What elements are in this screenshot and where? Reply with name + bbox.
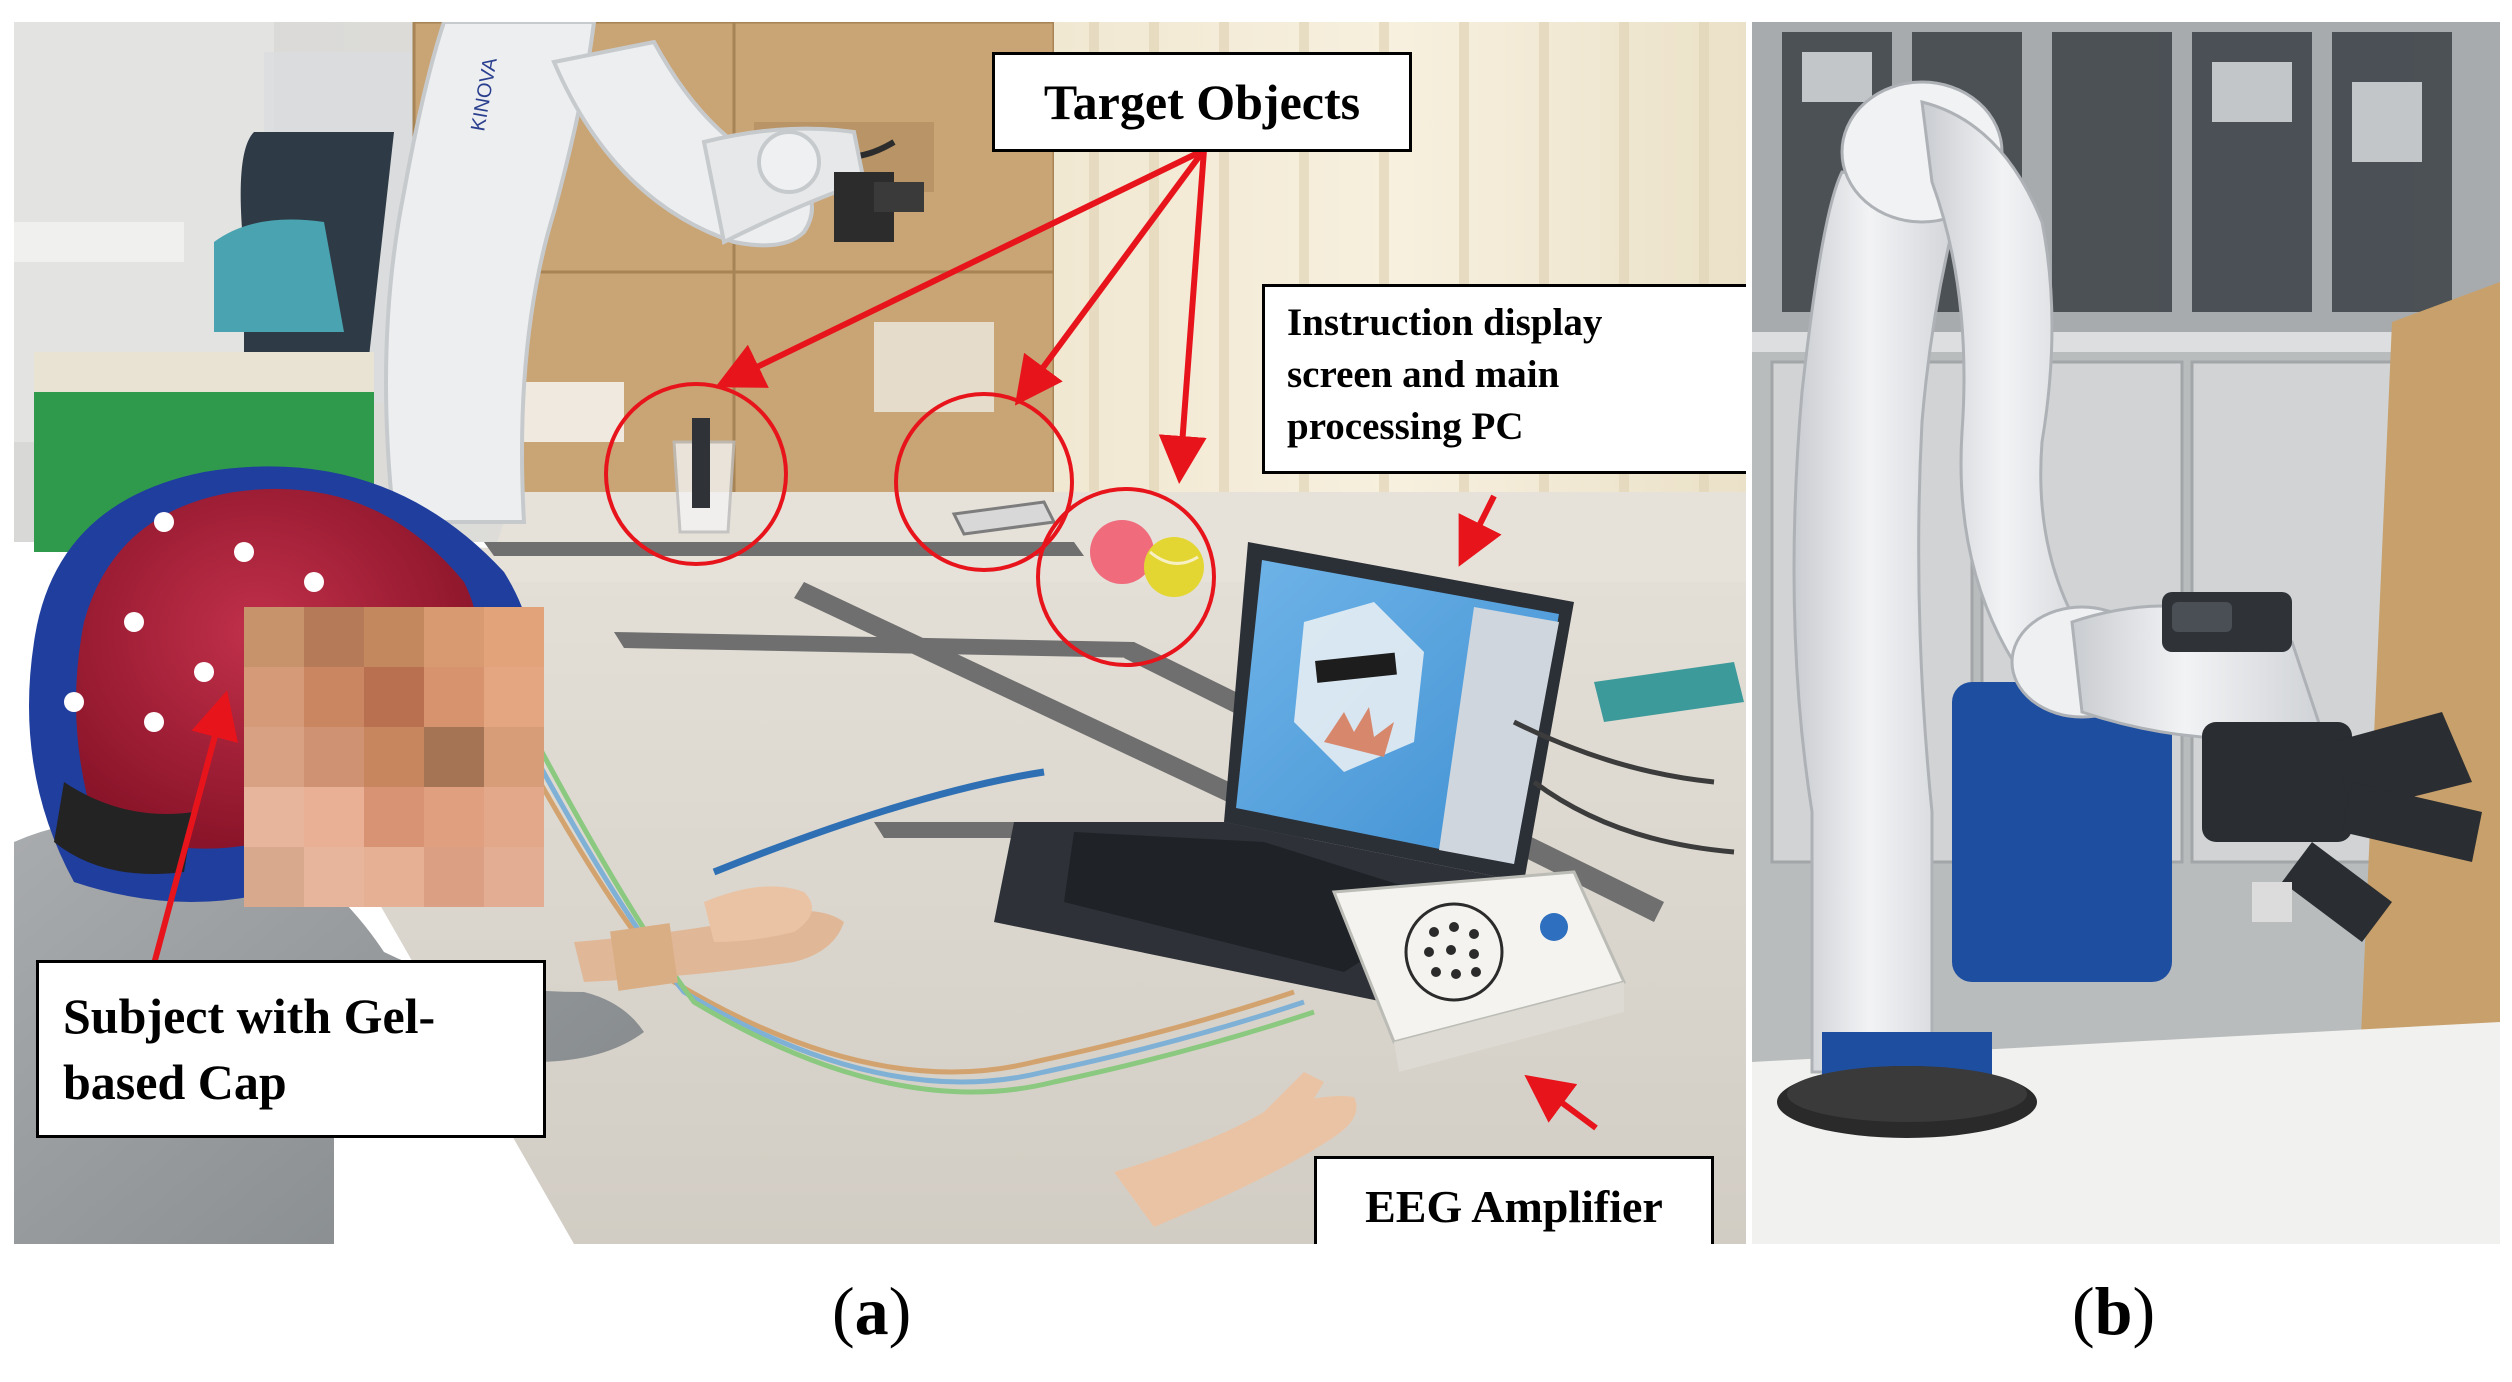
callout-eeg-amplifier-text: EEG Amplifier <box>1365 1180 1663 1232</box>
eeg-amplifier-device <box>1331 870 1627 1072</box>
cables <box>431 580 1735 1095</box>
subfigure-label-a: (a) <box>832 1273 912 1349</box>
robot-photo <box>1752 22 2500 1244</box>
subfigure-label-b-letter: b <box>2094 1273 2133 1349</box>
callout-subject-cap: Subject with Gel- based Cap <box>36 960 546 1138</box>
laptop <box>994 542 1574 1002</box>
callout-target-objects-text: Target Objects <box>1043 74 1361 130</box>
subfigure-label-b: (b) <box>2072 1273 2156 1349</box>
callout-subject-line-2: based Cap <box>63 1054 287 1110</box>
robot-arm-b <box>1777 80 2482 1138</box>
callout-display-line-2: screen and main <box>1287 353 1560 396</box>
photo-panel-a: KINOVA <box>14 22 1746 1244</box>
setup-photo: KINOVA <box>14 22 1746 1244</box>
pixelated-face <box>244 607 544 907</box>
callout-display-line-3: processing PC <box>1287 405 1524 448</box>
callout-target-objects: Target Objects <box>992 52 1412 152</box>
callout-display-line-1: Instruction display <box>1287 301 1603 344</box>
callout-subject-line-1: Subject with Gel- <box>63 988 436 1044</box>
callout-eeg-amplifier: EEG Amplifier <box>1314 1156 1714 1244</box>
subfigure-label-a-letter: a <box>854 1273 889 1349</box>
callout-instruction-display: Instruction display screen and main proc… <box>1262 284 1746 474</box>
photo-panel-b <box>1752 22 2500 1244</box>
